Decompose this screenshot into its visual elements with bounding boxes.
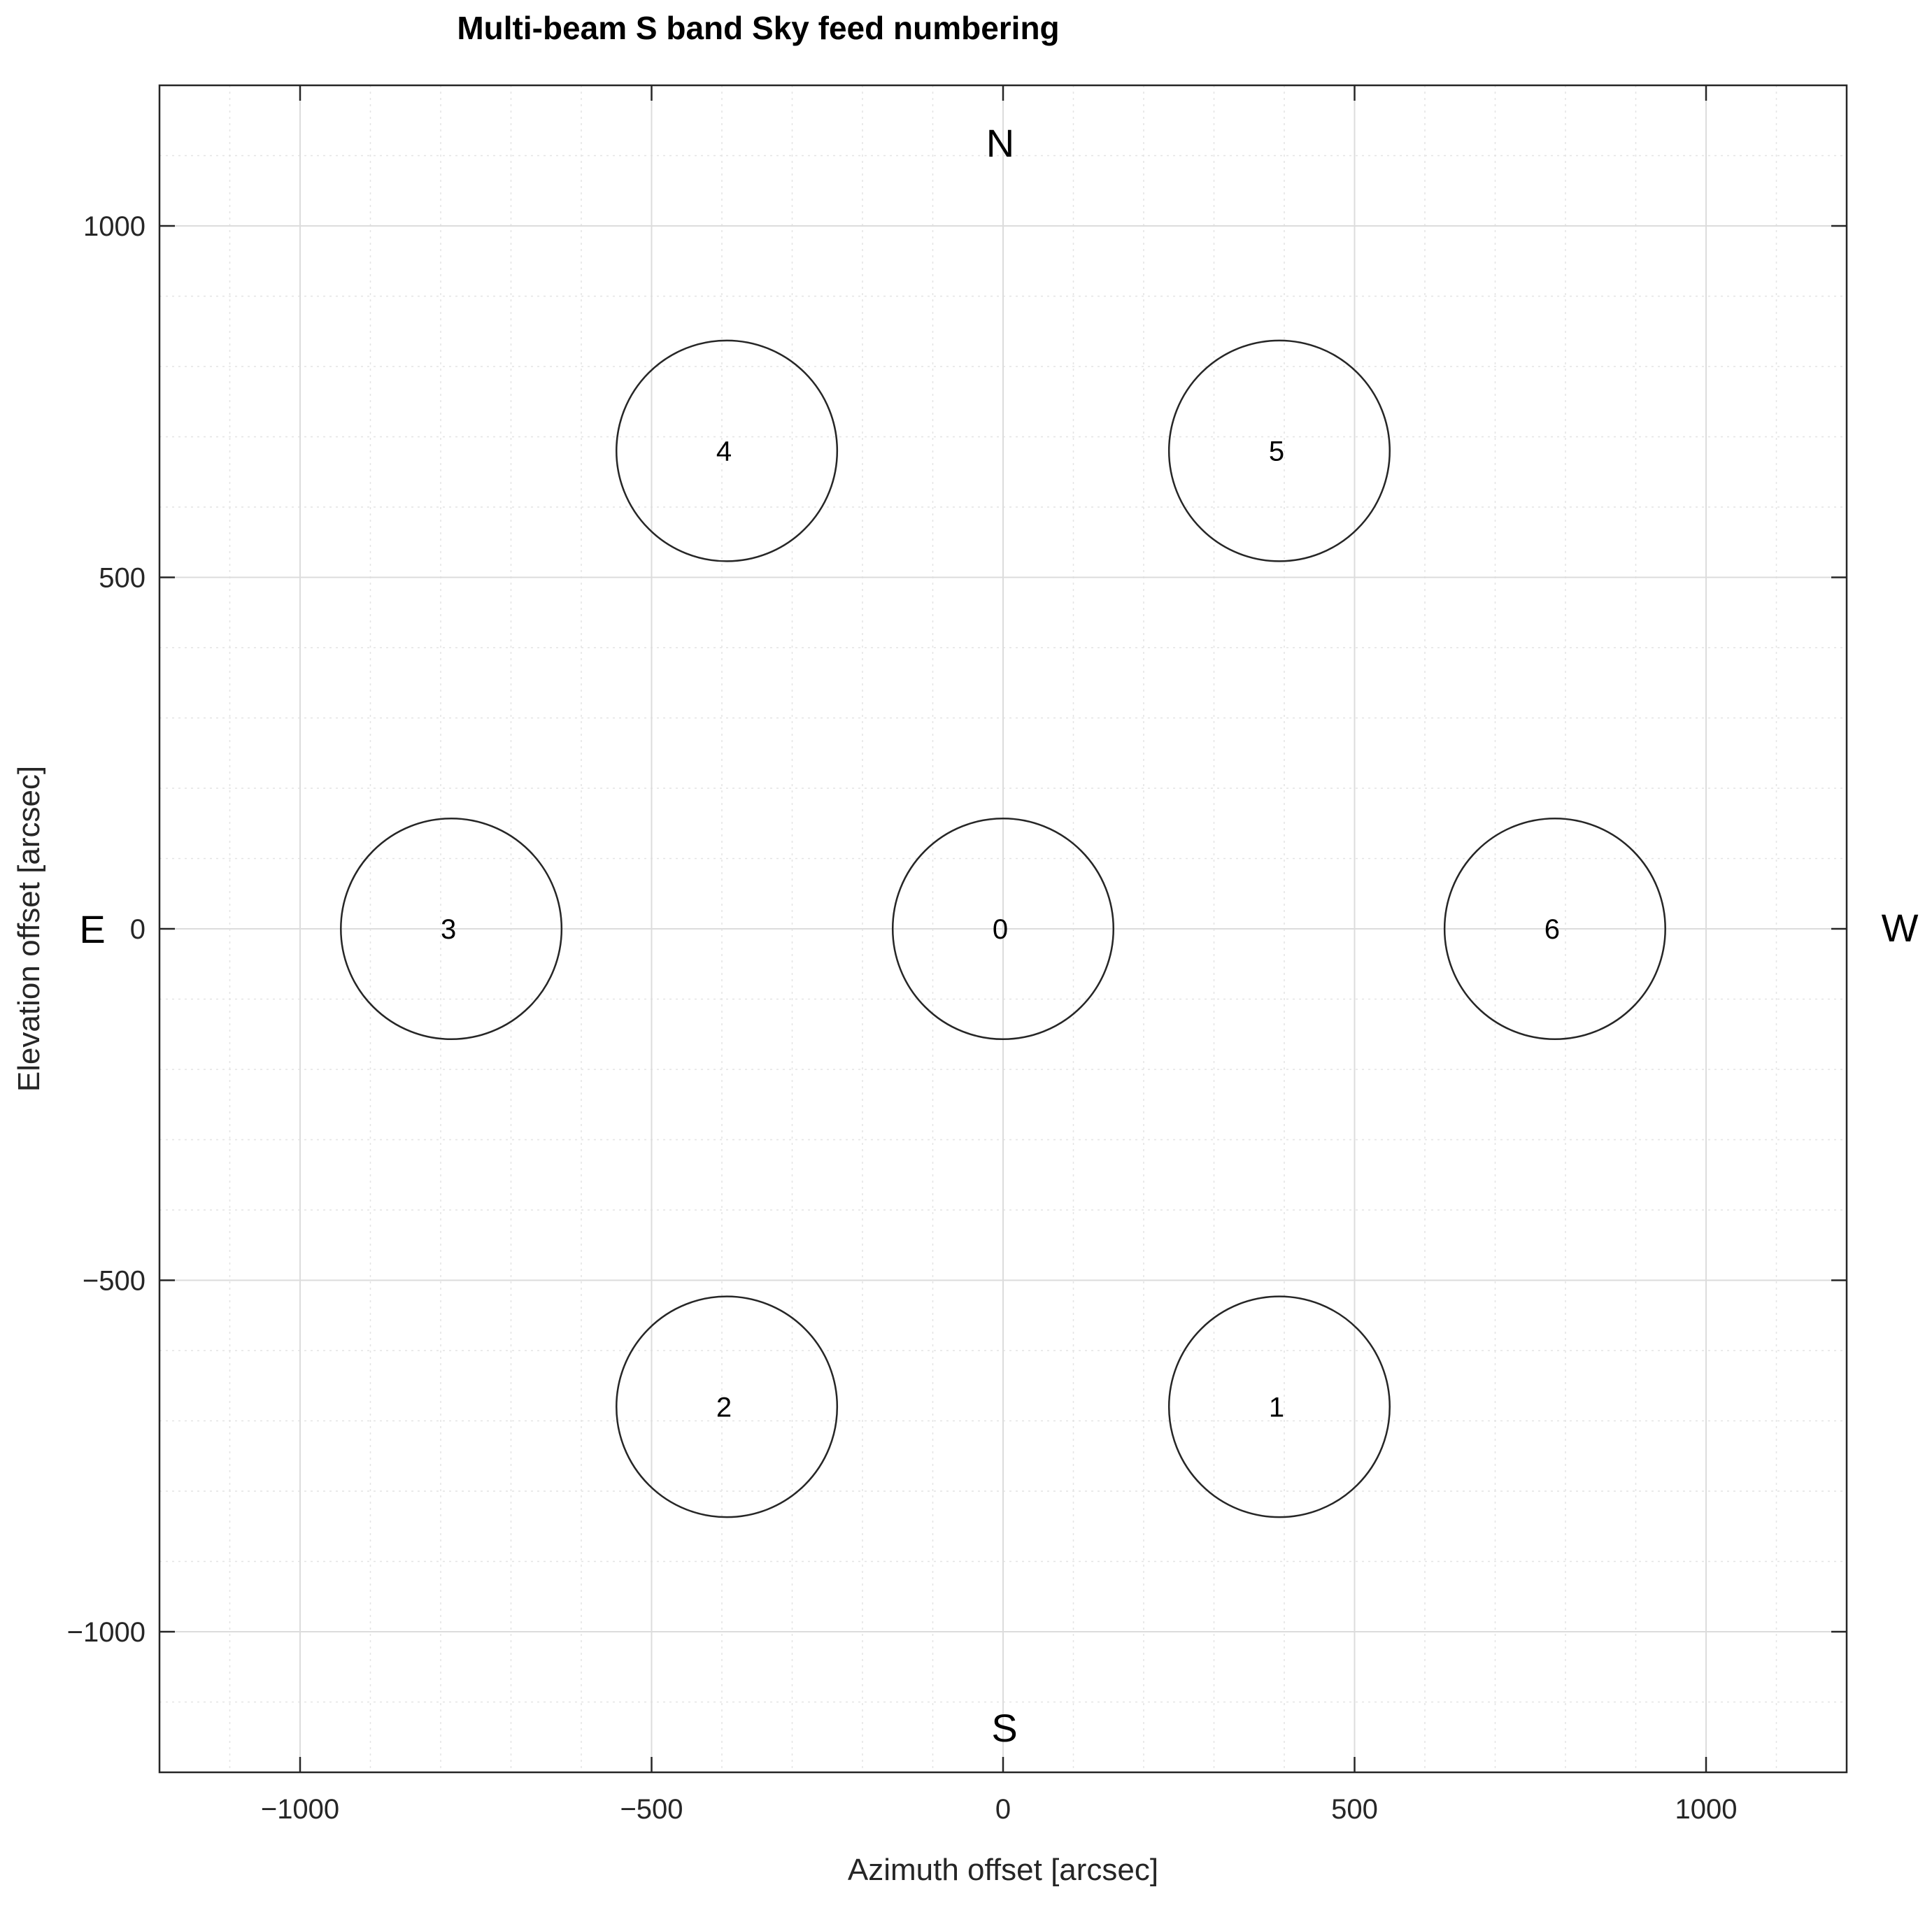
beam-label-3: 3 <box>441 914 456 945</box>
compass-south: S <box>991 1706 1017 1750</box>
x-axis-label: Azimuth offset [arcsec] <box>848 1853 1158 1887</box>
x-tick-label: 0 <box>995 1794 1011 1825</box>
beam-circle-6 <box>1443 817 1666 1041</box>
x-tick-label: −1000 <box>261 1794 339 1825</box>
y-tick-label: −1000 <box>67 1617 145 1648</box>
beam-circle-1 <box>1167 1295 1391 1518</box>
y-tick-label: 500 <box>99 563 145 594</box>
beam-label-2: 2 <box>716 1392 732 1423</box>
beam-circle-3 <box>340 817 563 1041</box>
beams: 0 1 2 3 4 5 6 <box>340 339 1666 1518</box>
compass-west: W <box>1882 906 1919 950</box>
compass-north: N <box>986 121 1014 165</box>
x-tick-label: −500 <box>620 1794 683 1825</box>
beam-label-6: 6 <box>1544 914 1560 945</box>
x-tick-label: 1000 <box>1675 1794 1738 1825</box>
beam-circle-4 <box>616 339 839 562</box>
chart-title: Multi-beam S band Sky feed numbering <box>457 10 1059 46</box>
ticks: −1000 −500 0 500 1000 −1000 −500 0 500 1000 <box>67 85 1847 1825</box>
y-tick-label: 0 <box>130 914 145 945</box>
beam-label-4: 4 <box>716 436 732 467</box>
beam-circle-2 <box>616 1295 839 1518</box>
beam-label-0: 0 <box>993 914 1008 945</box>
beam-label-5: 5 <box>1269 436 1284 467</box>
y-tick-label: −500 <box>83 1266 145 1297</box>
grid <box>159 85 1847 1772</box>
beam-circle-5 <box>1167 339 1391 562</box>
y-axis-label: Elevation offset [arcsec] <box>12 766 46 1092</box>
beam-circle-0 <box>891 817 1115 1041</box>
x-tick-label: 500 <box>1331 1794 1378 1825</box>
compass-east: E <box>79 907 105 951</box>
beam-label-1: 1 <box>1269 1392 1284 1423</box>
y-tick-label: 1000 <box>83 211 145 242</box>
